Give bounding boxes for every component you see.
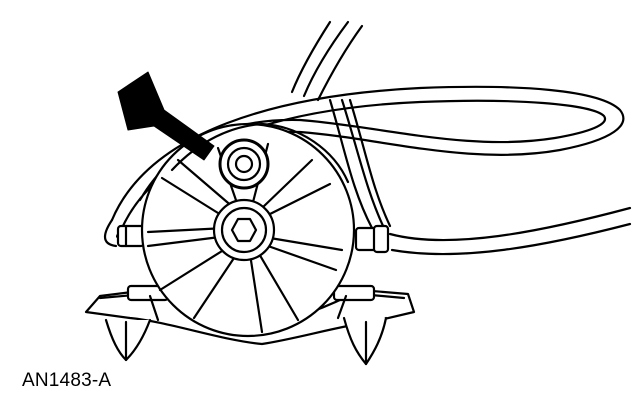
hose-lines: [103, 20, 632, 256]
hose-connector-right: [354, 224, 390, 254]
figure-id-label: AN1483-A: [22, 370, 112, 391]
pointer-arrow: [117, 71, 215, 161]
indicated-bolt: [218, 138, 270, 190]
hose-connector-left: [116, 224, 146, 248]
center-hex-nut: [212, 198, 276, 262]
